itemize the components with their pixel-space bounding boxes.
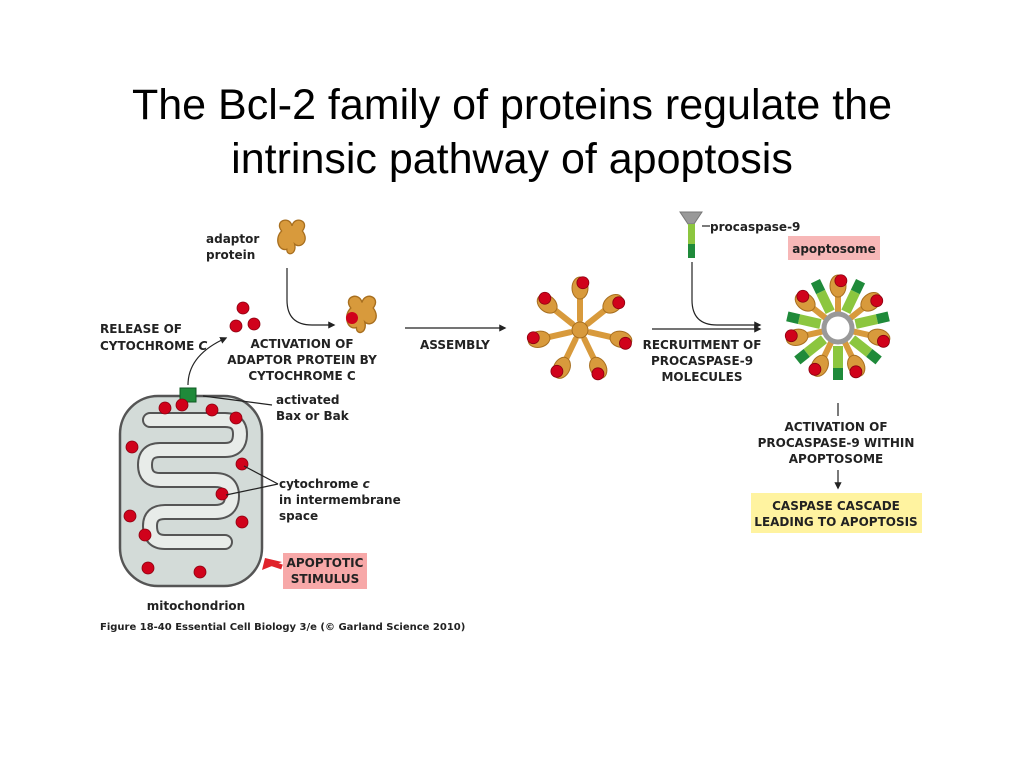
cytochrome-c-dot <box>247 317 261 331</box>
label-apoptosome: apoptosome <box>792 242 876 256</box>
label-cyto-3: space <box>279 509 318 523</box>
procaspase-light-segment <box>841 289 860 314</box>
label-cyto-2: in intermembrane <box>279 493 401 507</box>
cytochrome-c-dot <box>193 565 207 579</box>
arrow-procaspase-in <box>691 262 762 329</box>
apoptosome-box <box>788 236 880 260</box>
cytochrome-c-dot <box>138 528 152 542</box>
cytochrome-c-dot <box>619 336 632 350</box>
label-cascade-2: LEADING TO APOPTOSIS <box>754 515 917 529</box>
label-bax-1: activated <box>276 393 339 407</box>
label-activation-2: ADAPTOR PROTEIN BY <box>227 353 377 367</box>
cytochrome-c-dot <box>141 561 155 575</box>
mitochondrion <box>118 387 264 588</box>
procaspase-light-segment <box>803 335 828 357</box>
label-adaptor-1: adaptor <box>206 232 259 246</box>
figure-caption: Figure 18-40 Essential Cell Biology 3/e … <box>100 622 465 633</box>
cytochrome-c-dot <box>215 487 229 501</box>
label-stimulus-2: STIMULUS <box>291 572 360 586</box>
adaptor-protein-icon <box>277 219 306 255</box>
bax-leader <box>202 395 273 406</box>
slide-title: The Bcl-2 family of proteins regulate th… <box>0 78 1024 186</box>
label-procaspase: procaspase-9 <box>710 220 800 234</box>
cytochrome-c-dot <box>834 274 848 288</box>
cytochrome-c-dot <box>538 291 552 305</box>
procaspase-light-segment <box>797 314 822 329</box>
label-stimulus-1: APOPTOTIC <box>287 556 364 570</box>
label-act-proc-2: PROCASPASE-9 WITHIN <box>758 436 915 450</box>
cytochrome-c-dot <box>229 411 243 425</box>
mito-cytochrome-c-group <box>123 398 249 579</box>
stimulus-box <box>283 553 367 589</box>
released-cytochrome-c-group <box>229 301 261 333</box>
cytochrome-c-dot <box>808 362 822 376</box>
label-activation-3: CYTOCHROME C <box>248 369 355 383</box>
slide-title-line-2: intrinsic pathway of apoptosis <box>231 135 793 183</box>
cytochrome-c-dot <box>235 515 249 529</box>
procaspase-dark-segment <box>866 349 882 365</box>
label-mitochondrion: mitochondrion <box>147 599 245 613</box>
procaspase-dark-segment <box>875 311 890 324</box>
cytochrome-c-dot <box>849 365 863 379</box>
cytochrome-c-dot <box>550 364 564 378</box>
label-recruit-3: MOLECULES <box>661 370 742 384</box>
procaspase-dark-segment <box>786 311 801 324</box>
cyto-leader-b <box>225 483 279 496</box>
cyto-leader-a <box>243 465 279 485</box>
procaspase-light-segment <box>854 314 879 329</box>
label-activation-1: ACTIVATION OF <box>250 337 353 351</box>
label-adaptor-2: protein <box>206 248 255 262</box>
cytochrome-c-dot <box>123 509 137 523</box>
cytochrome-c-dot <box>175 398 189 412</box>
cytochrome-c-dot <box>784 329 798 343</box>
label-assembly: ASSEMBLY <box>420 338 490 352</box>
bax-bak-channel <box>179 387 197 403</box>
procaspase-light-segment <box>816 289 835 314</box>
cytochrome-c-dot <box>229 319 243 333</box>
label-cascade-1: CASPASE CASCADE <box>772 499 900 513</box>
cytochrome-c-dot <box>158 401 172 415</box>
cytochrome-c-dot <box>576 276 590 290</box>
label-recruit-2: PROCASPASE-9 <box>651 354 753 368</box>
wheel-hub <box>821 311 855 345</box>
cytochrome-c-dot <box>235 457 249 471</box>
apoptosome-wheel <box>784 274 891 380</box>
label-cyto-1: cytochrome c <box>279 477 370 491</box>
cytochrome-c-dot <box>125 440 139 454</box>
label-act-proc-1: ACTIVATION OF <box>784 420 887 434</box>
arrows <box>187 225 842 496</box>
cytochrome-c-dot <box>205 403 219 417</box>
arrow-release <box>187 337 228 386</box>
procaspase-light-segment <box>848 335 873 357</box>
cytochrome-c-dot <box>877 334 890 348</box>
cytochrome-c-dot <box>612 296 626 310</box>
label-act-proc-3: APOPTOSOME <box>789 452 883 466</box>
cytochrome-c-dot <box>870 294 884 308</box>
procaspase-dark-segment <box>850 278 866 295</box>
label-release-1: RELEASE OF <box>100 322 182 336</box>
label-bax-2: Bax or Bak <box>276 409 350 423</box>
cytochrome-c-dot <box>236 301 250 315</box>
procaspase-dark-segment <box>810 278 826 295</box>
adaptor-heptamer <box>526 276 633 381</box>
wheel-hub <box>571 321 589 339</box>
cytochrome-c-dot <box>796 289 810 303</box>
cytochrome-c-bound <box>346 312 358 324</box>
slide-title-line-1: The Bcl-2 family of proteins regulate th… <box>131 81 893 129</box>
cascade-box <box>751 493 922 533</box>
cytochrome-c-dot <box>591 367 605 381</box>
arrow-adaptor-to-activation <box>286 268 336 329</box>
cytochrome-c-dot <box>526 331 540 345</box>
label-recruit-1: RECRUITMENT OF <box>643 338 762 352</box>
label-release-2: CYTOCHROME C <box>100 339 208 353</box>
procaspase-9-icon <box>679 211 703 258</box>
procaspase-dark-segment <box>794 349 810 365</box>
